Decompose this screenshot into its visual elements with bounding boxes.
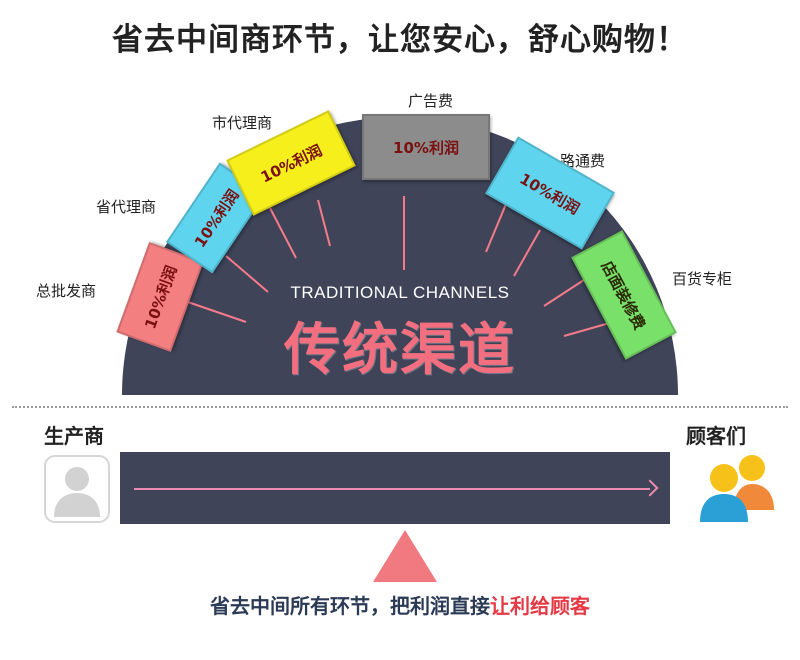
chinese-title: 传统渠道: [284, 318, 516, 383]
fulcrum-triangle: [373, 530, 437, 582]
stage-label-advertising: 广告费: [408, 92, 454, 110]
stage-card-tag: 10%利润: [140, 263, 181, 332]
stage-card-tag: 10%利润: [257, 140, 325, 186]
dotted-divider: [12, 406, 788, 408]
bottom-message-highlight: 让利给顾客: [490, 594, 590, 618]
stage-label-city-agent: 市代理商: [212, 114, 273, 132]
stage-card-tag: 10%利润: [393, 138, 459, 157]
customer-label: 顾客们: [686, 424, 746, 448]
dome-ray: [181, 299, 247, 323]
customer-group-icon: [700, 455, 774, 522]
dome-ray: [485, 203, 507, 253]
dome-ray: [317, 199, 331, 247]
producer-label: 生产商: [44, 424, 104, 448]
dome-ray: [225, 255, 269, 293]
stage-card-tag: 10%利润: [516, 169, 583, 218]
bottom-message: 省去中间所有环节，把利润直接让利给顾客: [0, 590, 800, 619]
dome-ray: [513, 229, 541, 277]
dome-ray: [543, 275, 591, 307]
direct-arrow-line: [134, 488, 650, 490]
bottom-message-text: 省去中间所有环节，把利润直接: [210, 594, 490, 618]
page-headline: 省去中间商环节，让您安心，舒心购物！: [112, 22, 688, 58]
user-silhouette-icon: [44, 455, 110, 523]
stage-label-road-fee: 路通费: [560, 152, 606, 170]
stage-card-tag: 店面装修费: [597, 257, 650, 333]
stage-label-wholesaler: 总批发商: [36, 282, 97, 300]
stage-card-advertising: 10%利润: [362, 114, 490, 180]
english-title: TRADITIONAL CHANNELS: [290, 283, 510, 302]
dome-ray: [269, 207, 297, 259]
stage-label-department-counter: 百货专柜: [672, 270, 733, 288]
stage-label-province-agent: 省代理商: [96, 198, 157, 216]
